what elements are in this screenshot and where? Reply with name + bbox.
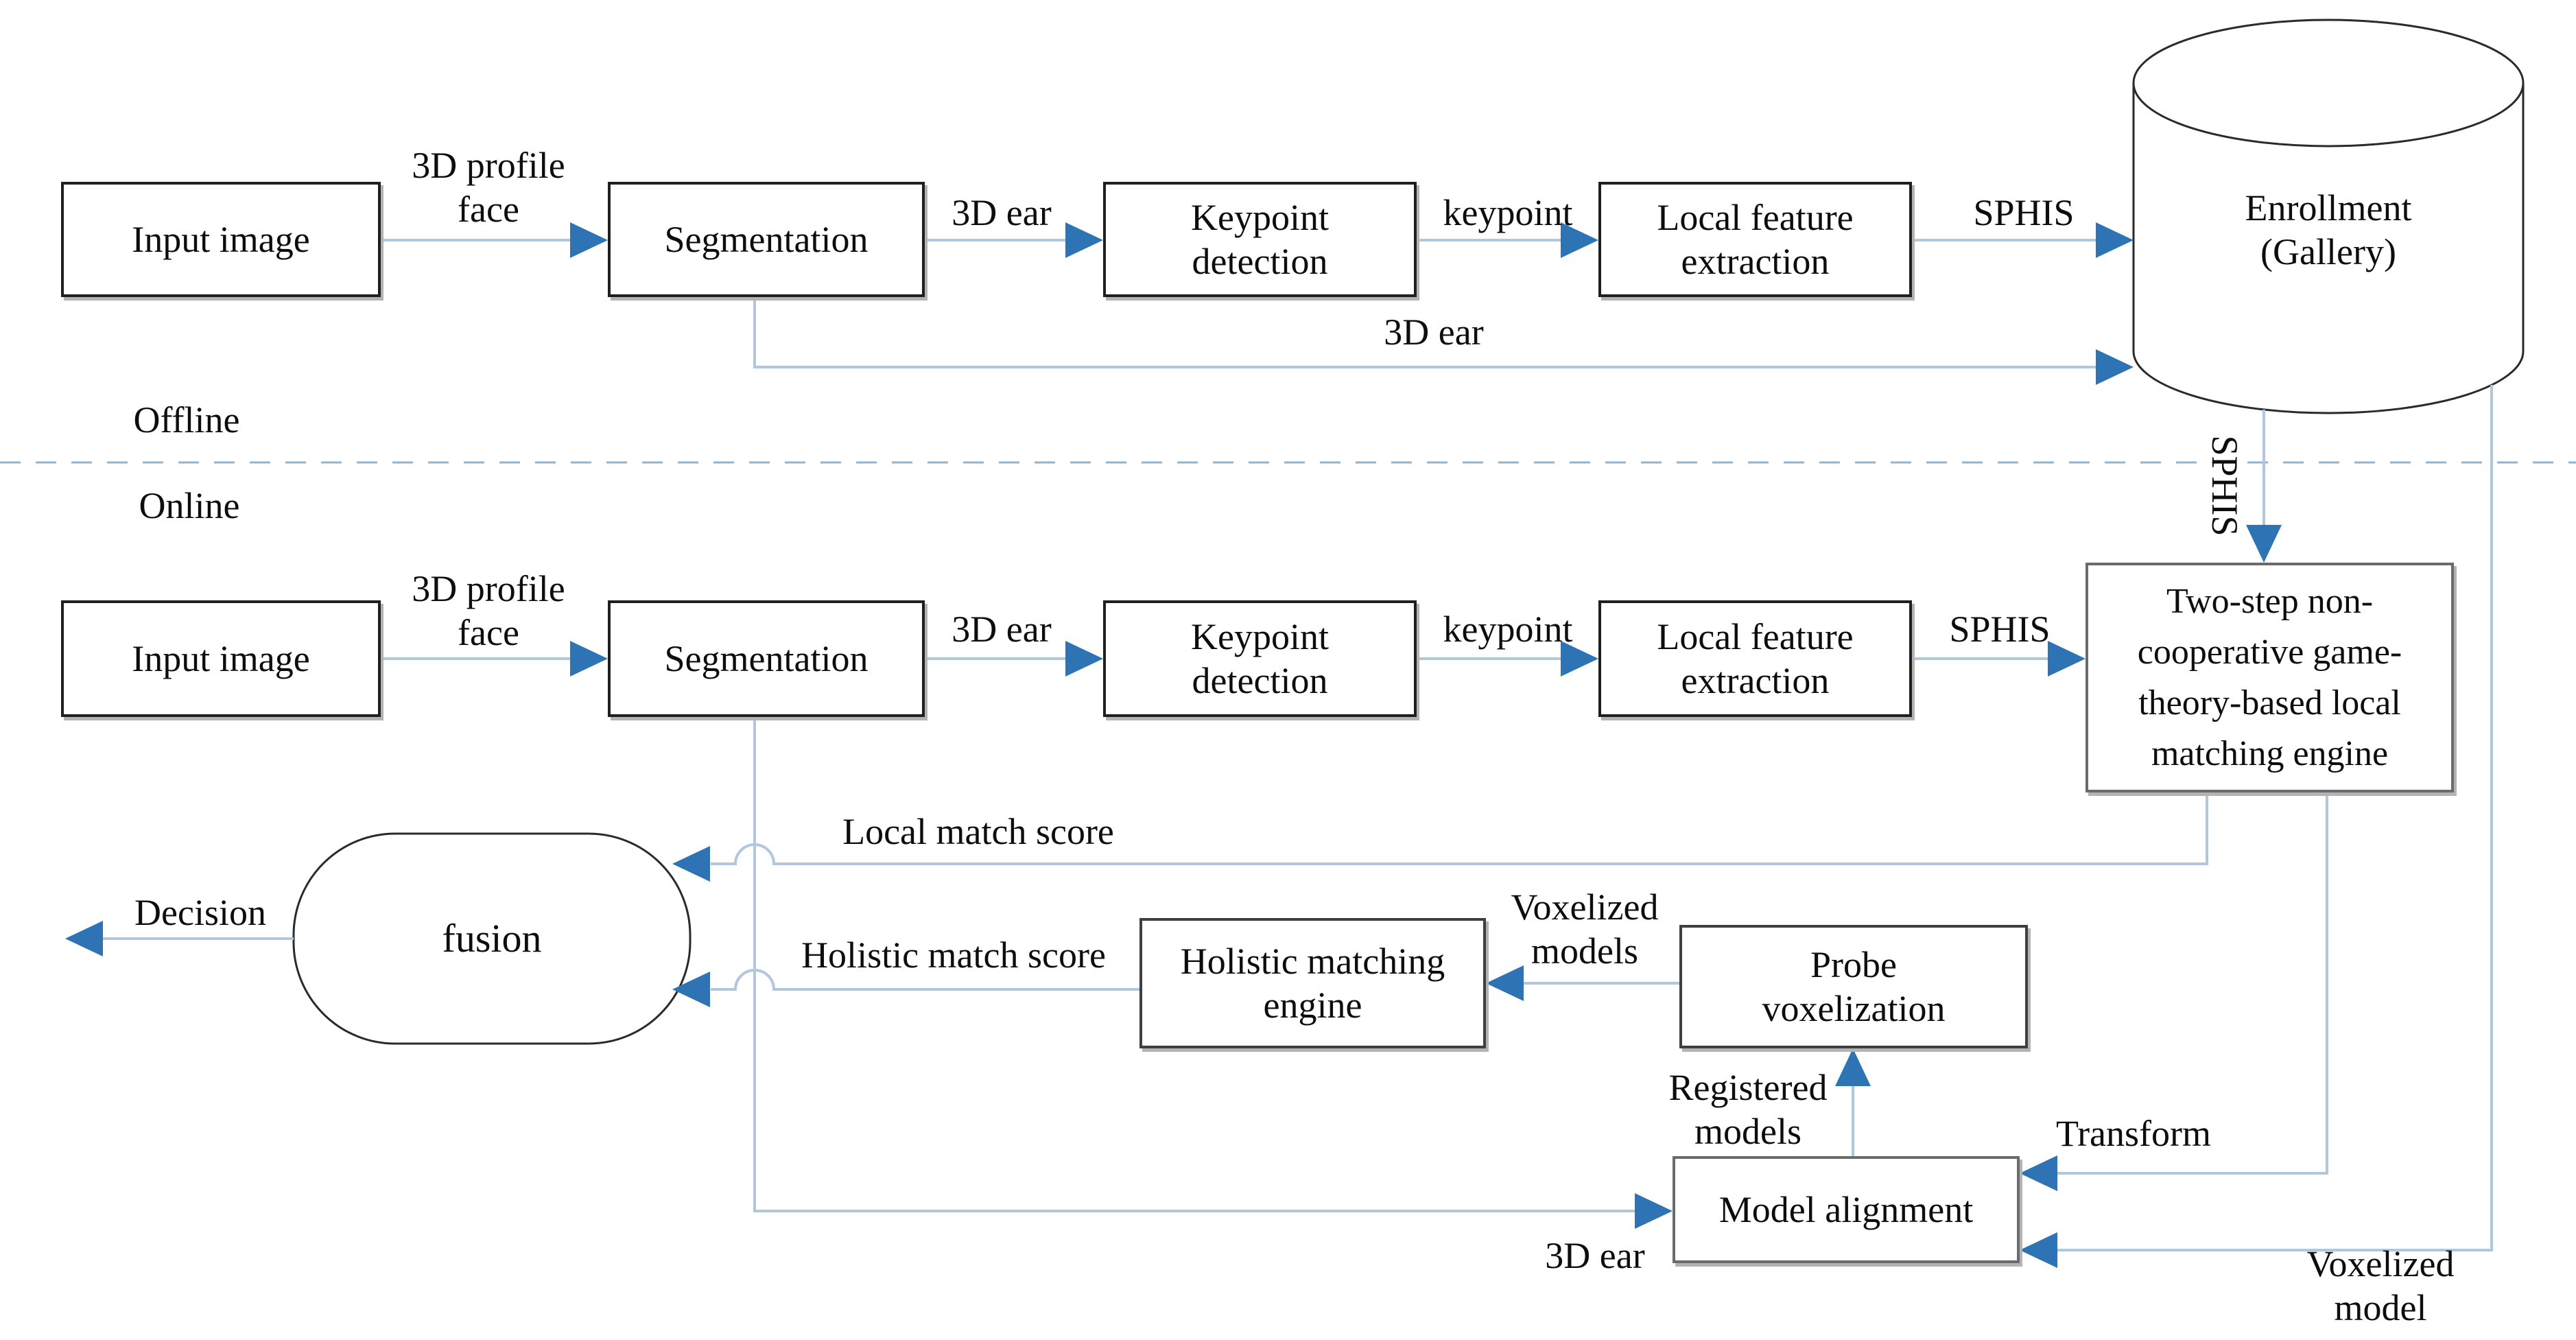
model-alignment-box: Model alignment [1673, 1156, 2020, 1263]
offline-local-feature-extraction-box: Local feature extraction [1598, 182, 1912, 297]
voxelized-model-edge-label: Voxelized model [2306, 1243, 2455, 1328]
offline-profile-face-edge-label: 3D profile face [412, 145, 565, 230]
probe-voxelization-label: Probe voxelization [1762, 944, 1946, 1029]
edge-online-segmentation-ear-to-alignment [753, 717, 1635, 1212]
arrowhead-offline-feature [1561, 222, 1598, 258]
matching-engine-box: Two-step non- cooperative game- theory-b… [2085, 563, 2454, 792]
online-segmentation-label: Segmentation [664, 638, 868, 679]
offline-local-feature-extraction-label: Local feature extraction [1657, 197, 1854, 282]
online-profile-face-edge-label: 3D profile face [412, 568, 565, 653]
registered-models-edge-label: Registered models [1668, 1067, 1828, 1152]
holistic-match-score-edge-label: Holistic match score [801, 935, 1106, 976]
model-alignment-label: Model alignment [1718, 1189, 1974, 1230]
flow-edges [103, 239, 2493, 1251]
online-input-image-label: Input image [132, 638, 310, 679]
online-local-feature-extraction-label: Local feature extraction [1657, 616, 1854, 701]
arrowhead-fusion-local-score [672, 846, 710, 882]
arrowhead-offline-gallery-sphis [2096, 222, 2134, 258]
matching-engine-label: Two-step non- cooperative game- theory-b… [2137, 581, 2402, 773]
local-match-score-edge-label: Local match score [842, 811, 1114, 852]
edge-engine-local-score-to-fusion [711, 792, 2208, 865]
arrowhead-alignment-transform [2020, 1155, 2057, 1191]
offline-keypoint-detection-box: Keypoint detection [1103, 182, 1417, 297]
edge-engine-transform-to-alignment [2057, 792, 2328, 1175]
holistic-matching-engine-box: Holistic matching engine [1139, 918, 1486, 1048]
offline-segmentation-label: Segmentation [664, 219, 868, 260]
fusion-label: fusion [442, 916, 542, 961]
enrollment-gallery-cylinder-top [2132, 19, 2525, 148]
offline-input-image-box: Input image [61, 182, 381, 297]
arrowhead-decision [65, 921, 103, 956]
arrowheads [65, 222, 2282, 1268]
arrowhead-probe-registered-models [1835, 1048, 1871, 1086]
online-keypoint-detection-label: Keypoint detection [1191, 616, 1329, 701]
online-segmentation-box: Segmentation [608, 600, 925, 717]
enrollment-gallery-label: Enrollment (Gallery) [2245, 187, 2412, 272]
online-section-label: Online [139, 485, 240, 526]
voxelized-models-edge-label: Voxelized models [1511, 886, 1659, 972]
decision-edge-label: Decision [134, 892, 266, 933]
arrowhead-fusion-holistic-score [672, 972, 710, 1007]
online-input-image-box: Input image [61, 600, 381, 717]
edge-gallery-voxelized-model-to-alignment [2057, 385, 2493, 1251]
offline-keypoint-edge-label: keypoint [1443, 192, 1573, 233]
arrowhead-alignment-ear [1635, 1193, 1673, 1229]
online-ear-edge-label: 3D ear [952, 609, 1052, 650]
probe-voxelization-box: Probe voxelization [1679, 925, 2028, 1048]
offline-sphis-edge-label: SPHIS [1973, 192, 2075, 233]
ear-to-alignment-edge-label: 3D ear [1545, 1235, 1645, 1276]
online-keypoint-detection-box: Keypoint detection [1103, 600, 1417, 717]
offline-ear-edge-label: 3D ear [952, 192, 1052, 233]
arrowhead-online-segmentation [570, 641, 608, 677]
arrowhead-alignment-voxelized-model [2020, 1232, 2057, 1268]
gallery-sphis-vertical-edge-label: SPHIS [2204, 435, 2245, 537]
offline-input-image-label: Input image [132, 219, 310, 260]
arrowhead-offline-keypoint [1065, 222, 1103, 258]
transform-edge-label: Transform [2055, 1113, 2212, 1154]
arrowhead-offline-gallery-ear [2096, 349, 2134, 385]
offline-segmentation-box: Segmentation [608, 182, 925, 297]
online-local-feature-extraction-box: Local feature extraction [1598, 600, 1912, 717]
edge-offline-segmentation-ear-to-gallery [753, 297, 2098, 368]
offline-section-label: Offline [133, 399, 240, 440]
online-sphis-edge-label: SPHIS [1949, 609, 2051, 650]
online-keypoint-edge-label: keypoint [1443, 609, 1573, 650]
arrowhead-offline-segmentation [570, 222, 608, 258]
arrowhead-holistic-voxelized-models [1486, 965, 1524, 1001]
arrowhead-online-keypoint [1065, 641, 1103, 677]
holistic-matching-engine-label: Holistic matching engine [1180, 941, 1445, 1026]
offline-keypoint-detection-label: Keypoint detection [1191, 197, 1329, 282]
arrowhead-engine-top-sphis [2246, 525, 2282, 563]
arrowhead-online-feature [1561, 641, 1598, 677]
offline-ear-bypass-edge-label: 3D ear [1384, 312, 1484, 353]
enrollment-gallery-cylinder-body [2132, 83, 2525, 414]
arrowhead-online-engine [2048, 641, 2085, 677]
